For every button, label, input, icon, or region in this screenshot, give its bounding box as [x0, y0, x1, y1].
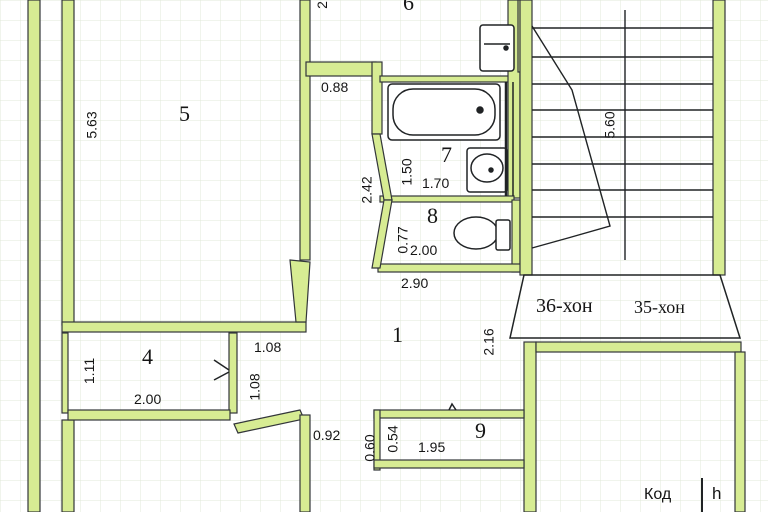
room-1-label: 1: [392, 322, 403, 347]
room4-bottom-wall: [67, 409, 231, 421]
dim-0-92: 0.92: [313, 427, 341, 443]
room5-left-wall: [61, 0, 75, 326]
right-lower-wall: [523, 341, 537, 512]
dim-2-16: 2.16: [480, 328, 497, 356]
room-7-label: 7: [441, 142, 452, 167]
dim-0-60: 0.60: [361, 434, 378, 462]
kitchen-sink: [479, 24, 515, 72]
room-9-label: 9: [475, 418, 486, 443]
fixtures: [213, 24, 515, 411]
stamp-divider: [701, 478, 703, 512]
closet9-bottom-wall: [373, 459, 525, 469]
dim-0-88: 0.88: [321, 79, 349, 95]
bath-wc-wall: [379, 195, 515, 203]
left-outer-wall: [27, 0, 41, 512]
stamp-h-label: h: [712, 484, 722, 503]
dim-5-63: 5.63: [83, 111, 100, 139]
closet9-top-wall: [373, 409, 525, 419]
toilet-tank: [495, 219, 511, 251]
stair-label-36: 36-хон: [536, 295, 593, 317]
dim-0-77: 0.77: [394, 226, 411, 254]
room-6-label: 6: [403, 0, 414, 15]
hall-wall-0-88: [305, 61, 377, 77]
wc-bottom-wall: [377, 263, 525, 273]
dim-1-11: 1.11: [81, 357, 98, 385]
room-8-label: 8: [427, 203, 438, 228]
room5-bottom-wall: [61, 321, 307, 333]
dim-5-60: 5.60: [601, 111, 618, 139]
dim-2-90: 2.90: [401, 275, 429, 291]
dim-1-70: 1.70: [422, 175, 450, 191]
dim-2-00-wc: 2.00: [410, 242, 438, 258]
walls: [27, 0, 746, 512]
dim-1-08-horizontal: 1.08: [254, 339, 282, 355]
stair-right-wall: [712, 0, 726, 276]
toilet-bowl: [453, 216, 499, 250]
stamp-code-label: Код: [644, 486, 672, 503]
room-4-label: 4: [142, 344, 153, 369]
dim-2-top: 2: [313, 1, 330, 9]
dim-0-54: 0.54: [384, 425, 401, 453]
dim-2-00-room4: 2.00: [134, 391, 162, 407]
dim-1-95: 1.95: [418, 439, 446, 455]
stairwell: [509, 10, 742, 339]
stair-label-35: 35-хон: [634, 297, 685, 317]
dim-1-08-vertical: 1.08: [246, 373, 263, 401]
dim-1-50: 1.50: [398, 158, 415, 186]
room5-right-wall: [299, 0, 311, 261]
stair-left-wall: [519, 0, 533, 276]
room-5-label: 5: [179, 101, 190, 126]
dim-2-42: 2.42: [358, 176, 375, 204]
bath-top-wall: [379, 75, 515, 83]
